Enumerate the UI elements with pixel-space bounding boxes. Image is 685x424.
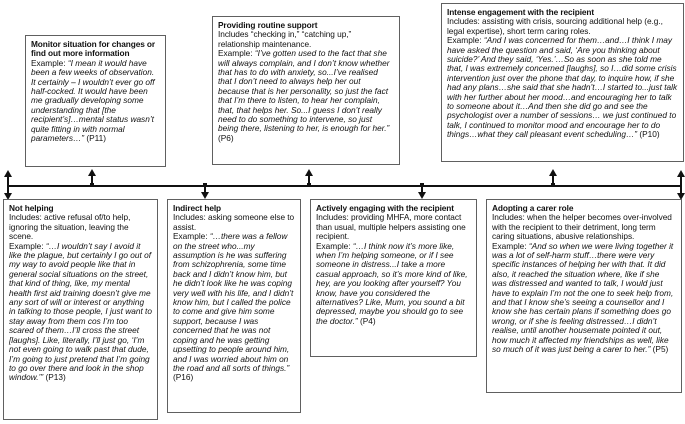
box-monitor-situation: Monitor situation for changes or find ou…: [25, 35, 166, 167]
box-title: Intense engagement with the recipient: [447, 7, 595, 17]
example-quote: “And I was concerned for them…and…I thin…: [447, 35, 678, 140]
box-indirect-help: Indirect help Includes: asking someone e…: [167, 199, 301, 413]
example-quote: “…I wouldn’t say I avoid it like the pla…: [9, 240, 152, 383]
box-example: Example: “And so when we were living tog…: [492, 240, 676, 355]
box-providing-routine-support: Providing routine support Includes “chec…: [212, 16, 400, 165]
example-quote: “And so when we were living together it …: [492, 240, 674, 355]
continuum-right-end-arrow: [680, 176, 682, 194]
continuum-right-end-arrowhead-down-icon: [677, 193, 685, 200]
connector-junction-dot: [307, 183, 311, 187]
box-includes: Includes: asking someone else to assist.: [173, 212, 295, 232]
box-intense-engagement: Intense engagement with the recipient In…: [441, 3, 684, 162]
box-not-helping: Not helping Includes: active refusal of/…: [3, 199, 158, 420]
connector-junction-dot: [551, 183, 555, 187]
example-label: Example:: [173, 231, 210, 242]
connector-to-monitor-box: [91, 175, 93, 185]
connector-to-intense-engagement-box: [552, 175, 554, 185]
example-label: Example:: [316, 240, 353, 251]
example-quote: “…there was a fellow on the street who..…: [173, 231, 294, 373]
connector-to-actively-engaging-box: [421, 187, 423, 193]
connector-arrowhead-up-icon: [305, 169, 313, 176]
example-quote: “I mean it would have been a few weeks o…: [31, 57, 155, 144]
box-example: Example: “…I wouldn’t say I avoid it lik…: [9, 240, 152, 383]
box-example: Example: “…I think now it’s more like, w…: [316, 240, 471, 327]
participant-id: (P6): [218, 132, 234, 143]
connector-arrowhead-down-icon: [201, 192, 209, 199]
participant-id: (P10): [639, 129, 660, 140]
box-example: Example: “And I was concerned for them…a…: [447, 36, 678, 139]
box-includes: Includes “checking in,” “catching up,” r…: [218, 29, 352, 49]
box-actively-engaging: Actively engaging with the recipient Inc…: [310, 199, 477, 357]
box-includes: Includes: providing MHFA, more contact t…: [316, 212, 466, 242]
box-example: Example: “I’ve gotten used to the fact t…: [218, 49, 394, 143]
example-quote: “…I think now it’s more like, when I’m h…: [316, 240, 468, 326]
participant-id: (P11): [86, 133, 107, 144]
participant-id: (P13): [45, 372, 66, 383]
example-label: Example:: [447, 35, 484, 46]
example-quote: “I’ve gotten used to the fact that she w…: [218, 48, 390, 134]
box-example: Example: “…there was a fellow on the str…: [173, 232, 295, 383]
connector-arrowhead-down-icon: [418, 192, 426, 199]
box-title: Adopting a carer role: [492, 203, 574, 213]
example-label: Example:: [9, 240, 46, 251]
box-title: Actively engaging with the recipient: [316, 203, 454, 213]
example-label: Example:: [492, 240, 529, 251]
continuum-right-end-arrowhead-up-icon: [677, 170, 685, 177]
continuum-left-end-arrowhead-up-icon: [4, 170, 12, 177]
participant-id: (P4): [359, 315, 376, 326]
box-title: Indirect help: [173, 203, 222, 213]
participant-id: (P5): [652, 344, 669, 355]
connector-junction-dot: [203, 183, 207, 187]
box-example: Example: “I mean it would have been a fe…: [31, 57, 160, 144]
continuum-line: [8, 185, 682, 187]
box-title: Providing routine support: [218, 20, 318, 30]
continuum-left-end-arrowhead-down-icon: [4, 193, 12, 200]
connector-arrowhead-up-icon: [549, 169, 557, 176]
connector-junction-dot: [90, 183, 94, 187]
connector-to-routine-support-box: [308, 175, 310, 185]
box-includes: Includes: active refusal of/to help, ign…: [9, 212, 131, 242]
box-adopting-carer-role: Adopting a carer role Includes: when the…: [486, 199, 682, 393]
continuum-left-end-arrow: [7, 176, 9, 194]
connector-junction-dot: [420, 183, 424, 187]
connector-to-indirect-help-box: [204, 187, 206, 193]
example-label: Example:: [31, 57, 68, 68]
box-includes: Includes: assisting with crisis, sourcin…: [447, 16, 663, 36]
connector-arrowhead-up-icon: [88, 169, 96, 176]
box-title: Monitor situation for changes or find ou…: [31, 39, 156, 59]
example-label: Example:: [218, 48, 255, 59]
participant-id: (P16): [173, 372, 194, 383]
box-title: Not helping: [9, 203, 54, 213]
box-includes: Includes: when the helper becomes over-i…: [492, 212, 672, 242]
